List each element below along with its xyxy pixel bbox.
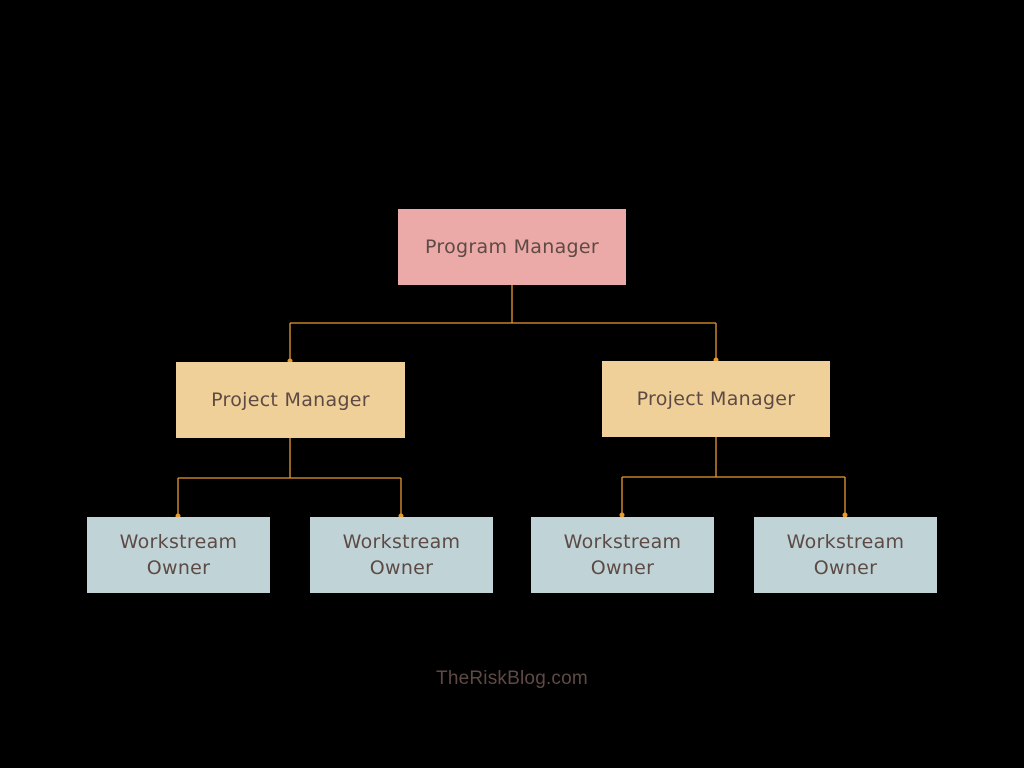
workstream-owner-box-4: Workstream Owner: [754, 517, 937, 593]
workstream-owner-box-2: Workstream Owner: [310, 517, 493, 593]
workstream-owner-label-line2: Owner: [813, 557, 878, 579]
workstream-owner-label-line2: Owner: [369, 557, 434, 579]
workstream-owner-label-line2: Owner: [146, 557, 211, 579]
connector-dot: [619, 512, 625, 518]
connector-dot: [842, 512, 848, 518]
workstream-owner-label-line1: Workstream: [786, 531, 905, 553]
connector-program-to-projects: [287, 285, 719, 364]
footer-watermark: TheRiskBlog.com: [436, 668, 588, 689]
workstream-owner-label-line1: Workstream: [563, 531, 682, 553]
workstream-owner-box-3: Workstream Owner: [531, 517, 714, 593]
program-manager-label: Program Manager: [425, 236, 599, 258]
project-manager-label: Project Manager: [636, 388, 796, 410]
workstream-owner-label-line1: Workstream: [119, 531, 238, 553]
connector-left-project-to-owners: [175, 438, 404, 519]
workstream-owner-box-1: Workstream Owner: [87, 517, 270, 593]
project-manager-label: Project Manager: [211, 389, 370, 411]
program-manager-box: Program Manager: [398, 209, 626, 285]
project-manager-box-right: Project Manager: [602, 361, 830, 437]
project-manager-box-left: Project Manager: [176, 362, 405, 438]
connector-right-project-to-owners: [619, 437, 848, 518]
workstream-owner-label-line2: Owner: [590, 557, 655, 579]
workstream-owner-label-line1: Workstream: [342, 531, 461, 553]
